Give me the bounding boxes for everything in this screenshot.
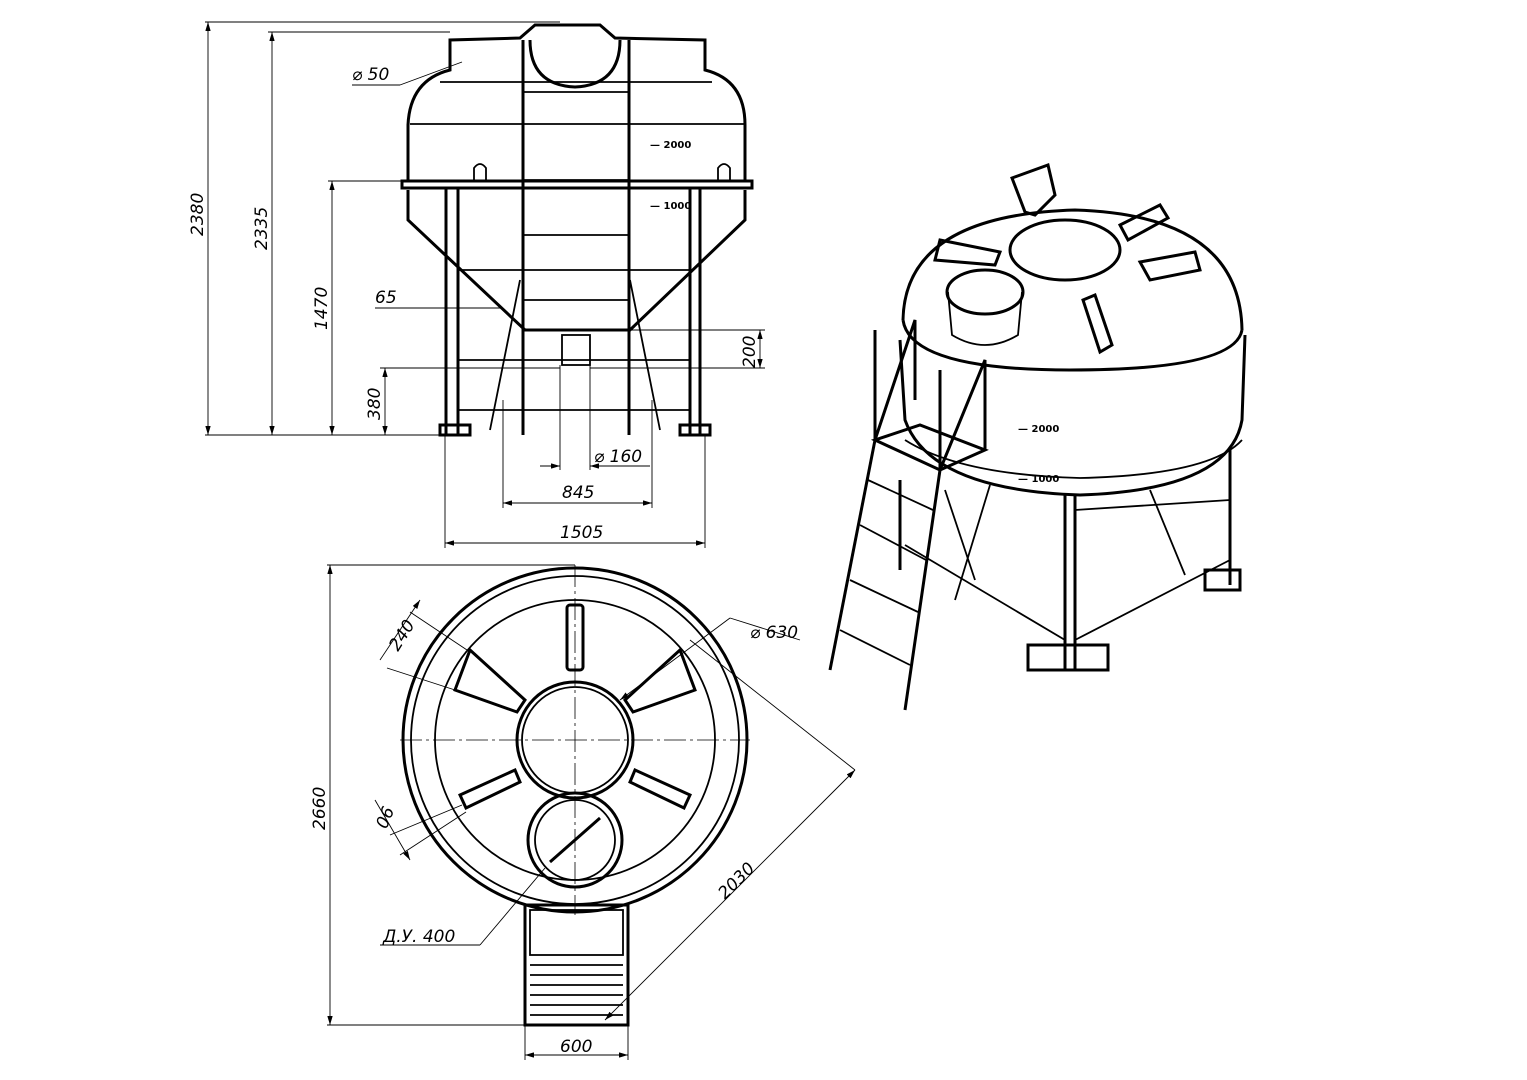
- dim-380: 380: [365, 388, 385, 420]
- dim-845: 845: [562, 483, 594, 503]
- dim-diameter-630: ⌀ 630: [750, 623, 798, 643]
- dim-2380: 2380: [188, 193, 208, 236]
- iso-view: — 2000 — 1000: [828, 163, 1247, 711]
- dim-1505: 1505: [560, 523, 603, 543]
- top-dimensions: [327, 564, 856, 1060]
- iso-level-mark-1000: — 1000: [1018, 474, 1059, 485]
- dim-1470: 1470: [312, 287, 332, 330]
- dim-200: 200: [740, 336, 760, 368]
- tank-body: [400, 23, 754, 366]
- dim-diameter-50: ⌀ 50: [352, 65, 389, 85]
- iso-ladder-platform: [828, 319, 989, 711]
- iso-level-mark-2000: — 2000: [1018, 424, 1059, 435]
- platform-grating: [523, 903, 630, 1027]
- dim-600: 600: [560, 1037, 592, 1057]
- dim-2335: 2335: [252, 207, 272, 250]
- front-view: — 2000 — 1000: [188, 21, 765, 548]
- support-frame: [438, 188, 712, 437]
- dim-diameter-160: ⌀ 160: [594, 447, 642, 467]
- iso-frame: [898, 450, 1242, 672]
- dim-65: 65: [375, 288, 397, 308]
- dim-240: 240: [385, 617, 419, 655]
- level-mark-1000: — 1000: [650, 201, 691, 212]
- iso-tank: — 2000 — 1000: [898, 163, 1247, 497]
- top-view: 2660 600 ⌀ 630 2030 240 90 Д.У. 400: [310, 564, 856, 1060]
- dim-2660: 2660: [310, 787, 330, 830]
- dim-2030: 2030: [714, 859, 759, 904]
- ladder: [521, 40, 631, 435]
- dim-manhole-400: Д.У. 400: [382, 927, 455, 947]
- front-dimensions: [205, 21, 765, 548]
- dim-90: 90: [370, 803, 397, 831]
- level-mark-2000: — 2000: [650, 140, 691, 151]
